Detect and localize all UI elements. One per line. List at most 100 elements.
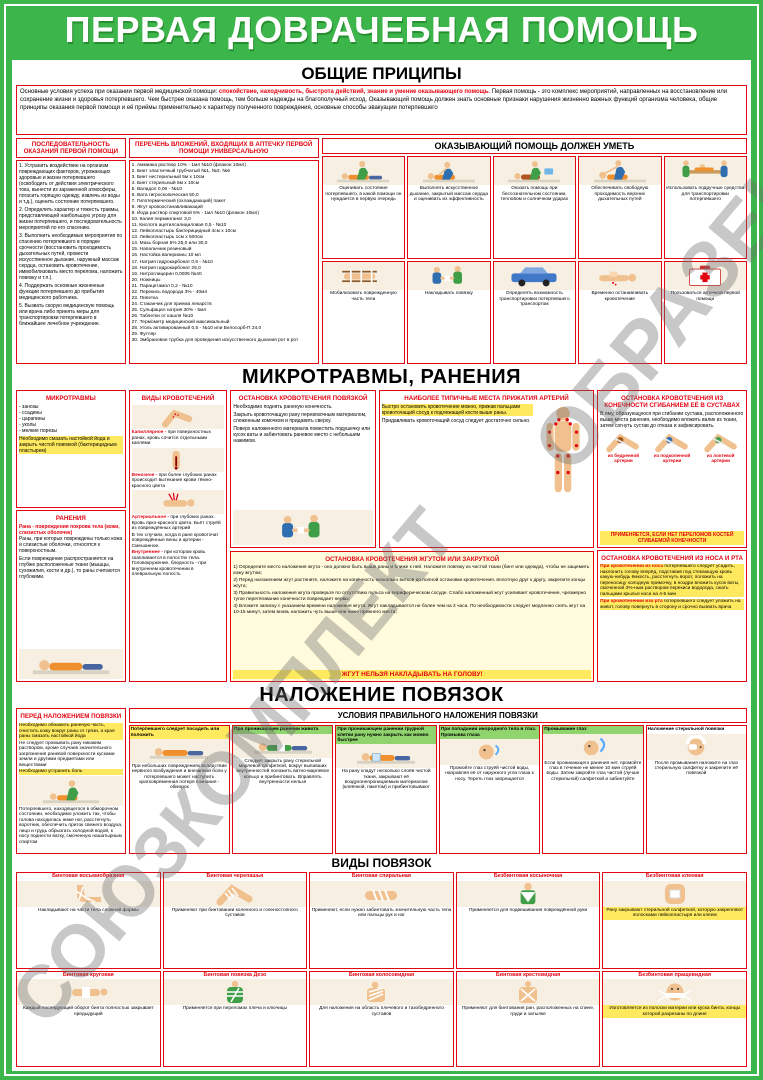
bleeding-box: ВИДЫ КРОВОТЕЧЕНИЙ Капиллярное - при пове… [128, 390, 228, 682]
nose-lead: При кровотечении из носа [600, 564, 664, 570]
bandage-type-cell: Бинтовая круговая Каждый последующий обо… [16, 970, 161, 1067]
bandage-type-name: Безбинтовая пращевидная [638, 971, 711, 978]
illustration-splint-icon [342, 269, 378, 284]
bandage-type-text: Применяется при переломах плеча и ключиц… [182, 1006, 287, 1012]
bandage-type-cell: Безбинтовая клеевая Рану закрывают стери… [602, 872, 747, 969]
bleeding-internal-text: при котором кровь скапливается в полостя… [131, 550, 207, 578]
illustration-bent-elbow-icon [703, 433, 737, 453]
skill-cell: Накладывать повязку [407, 261, 491, 364]
intro-lead: Основные условия успеха при оказании пер… [20, 89, 219, 95]
skill-cell: Пользоваться аптечкой первой помощи [663, 261, 747, 364]
bleeding-internal-name: Внутреннее - [131, 550, 163, 556]
kit-item: 9. Йода раствор спиртовой 5% - 1мл №10 (… [131, 211, 259, 217]
skill-cell: Обеспечивать свободную проходимость верх… [578, 156, 662, 260]
bandage-type-text: Для наложения на область плечевого и таз… [319, 1006, 444, 1017]
wounds-title: РАНЕНИЯ [55, 515, 86, 522]
before-bandaging-title: ПЕРЕД НАЛОЖЕНИЕМ ПОВЯЗКИ [20, 713, 122, 720]
flexion-note: ПРИМЕНЯЕТСЯ, ЕСЛИ НЕТ ПЕРЕЛОМОВ КОСТЕЙ С… [600, 531, 744, 545]
condition-figure [543, 733, 643, 760]
nose-text: потерпевшего следует усадить, наклонить … [600, 564, 740, 597]
artery-points-p2: Придавливать кровоточащий сосуд следует … [381, 418, 531, 425]
microtrauma-list: - занозы- ссадины- царапины- уколы- мелк… [19, 404, 123, 434]
bandage-types-grid: Бинтовая восьмиобразная Накладывают на ч… [16, 872, 747, 1067]
microtrauma-item: - мелкие порезы [19, 428, 58, 435]
bandage-type-cell: Бинтовая крестовидная Применяют для бинт… [455, 970, 601, 1067]
bleeding-title: ВИДЫ КРОВОТЕЧЕНИЙ [141, 395, 215, 402]
skill-figure [664, 262, 746, 291]
condition-lead: При проникающем ранении грудной клетки р… [336, 726, 436, 745]
illustration-transport-car-icon [511, 267, 557, 287]
flexion-caption: из подколенной артерии [653, 453, 691, 464]
sequence-list: 1. Устранить воздействие на организм пов… [16, 160, 126, 364]
bandaging-columns: ПЕРЕД НАЛОЖЕНИЕМ ПОВЯЗКИ Необходимо обна… [16, 708, 747, 854]
skills-title: ОКАЗЫВАЮЩИЙ ПОМОЩЬ ДОЛЖЕН УМЕТЬ [321, 138, 747, 155]
illustration-chest-wound-icon [357, 753, 416, 765]
bandage-type-name: Бинтовая крестовидная [495, 971, 561, 978]
bleeding-fig-arterial [131, 490, 225, 515]
illustration-spiral-limb-icon [365, 889, 398, 902]
kit-title: ПЕРЕЧЕНЬ ВЛОЖЕНИЙ, ВХОДЯЩИХ В АПТЕЧКУ ПЕ… [128, 138, 319, 159]
wounds-middle-column: ОСТАНОВКА КРОВОТЕЧЕНИЯ ПОВЯЗКОЙ Необходи… [230, 390, 595, 682]
skill-figure [493, 262, 576, 291]
flexion-title: ОСТАНОВКА КРОВОТЕЧЕНИЯ ИЗ КОНЕЧНОСТИ СГИ… [604, 395, 740, 410]
tourniquet-step: 3) Правильность наложения жгута проверьт… [233, 591, 587, 602]
bandage-type-figure [603, 979, 746, 1006]
illustration-apply-bandage-icon [432, 266, 462, 284]
condition-lead: При попадании инородного тела в глаз. Пр… [439, 726, 540, 739]
illustration-stop-bleeding-icon [598, 271, 636, 286]
kit-item: 3. Бинт нестерильный 5м х 10см [131, 175, 205, 181]
bandage-type-figure [17, 880, 160, 907]
bleeding-mixed: В тех случаях, когда в ране кровоточат п… [131, 532, 219, 549]
conditions-title: УСЛОВИЯ ПРАВИЛЬНОГО НАЛОЖЕНИЯ ПОВЯЗКИ [128, 708, 747, 724]
condition-text: После промывания наложите на глаз стерил… [654, 760, 738, 777]
condition-lead: При проникающем ранении живота [233, 726, 333, 734]
illustration-capillary-knee-icon [161, 409, 193, 428]
illustration-artery-points-body-icon [546, 406, 580, 493]
illustration-stretcher-icon [682, 160, 728, 178]
bandage-type-name: Бинтовая восьмиобразная [52, 873, 125, 879]
skill-figure [322, 262, 405, 291]
skill-figure [579, 157, 661, 186]
microtrauma-title: МИКРОТРАВМЫ [45, 395, 96, 402]
kit-item: 11. Кислота ацетилсалициловая 0,5 - №10 [131, 223, 227, 229]
skill-caption: Оценивать состояние потерпевшего, в како… [325, 186, 402, 203]
bleeding-fig-capillary [131, 405, 225, 430]
skills-grid: Оценивать состояние потерпевшего, в како… [321, 156, 747, 364]
intro-rest: Первая помощь - это комплекс мероприятий… [20, 89, 728, 111]
illustration-spica-shoulder-icon [367, 982, 386, 1003]
illustration-adhesive-patch-icon [664, 883, 685, 904]
bandage-type-name: Бинтовая повязка Дезо [203, 971, 267, 978]
bandage-type-text: Применяют для бинтования ран, расположен… [461, 1006, 595, 1017]
before-item-1: Необходимо обнажить раненую часть, очист… [19, 723, 123, 740]
skills-column: ОКАЗЫВАЮЩИЙ ПОМОЩЬ ДОЛЖЕН УМЕТЬ Оцениват… [321, 138, 747, 364]
bandage-type-figure [456, 880, 600, 907]
kit-item: 8. Жгут кровоостанавливающий [131, 205, 203, 211]
before-bandaging-figure [19, 775, 123, 806]
microtrauma-note: Необходимо смазать настойкой йода и закр… [19, 436, 123, 455]
kit-item: 16. Настойка валерианы 10 мл [131, 253, 201, 259]
wounds-middle-top: ОСТАНОВКА КРОВОТЕЧЕНИЯ ПОВЯЗКОЙ Необходи… [230, 390, 595, 548]
skill-cell: Определять возможность транспортировки п… [492, 261, 577, 364]
wounds-right-column: ОСТАНОВКА КРОВОТЕЧЕНИЯ ИЗ КОНЕЧНОСТИ СГИ… [597, 390, 747, 682]
kit-item: 23. Пипетка [131, 295, 158, 301]
bleeding-fig-venous [131, 447, 225, 472]
intro-box: Основные условия успеха при оказании пер… [16, 85, 747, 135]
kit-item: 18. Натрия гидрокарбонат 25,0 [131, 265, 201, 271]
wound-p1: Раны, при которых повреждены только кожа… [19, 536, 123, 555]
skill-cell: Временно останавливать кровотечение [578, 261, 662, 364]
kit-item: 15. Напальчник резиновый [131, 247, 192, 253]
kit-item: 26. Таблетки от кашля №10 [131, 313, 194, 319]
skill-figure [408, 157, 490, 186]
wound-p2: Если повреждение распространяется на глу… [19, 556, 120, 581]
kit-item: 14. Мазь борная 5% 25,0 или 30,0 [131, 241, 208, 247]
bleeding-type-text: при глубоких ранах. Кровь ярко-красного … [131, 515, 221, 532]
tourniquet-steps: 1) Определите место наложения жгута - он… [233, 565, 591, 670]
nose-mouth-title: ОСТАНОВКА КРОВОТЕЧЕНИЯ ИЗ НОСА И РТА [601, 555, 743, 562]
illustration-lying-person-icon [32, 660, 109, 675]
flexion-fig-knee: из подколенной артерии [649, 431, 696, 463]
skill-caption: Временно останавливать кровотечение [591, 291, 649, 302]
kit-item: 6. Вата гигроскопическая 50,0 [131, 193, 199, 199]
section-wounds-header: МИКРОТРАВМЫ, РАНЕНИЯ [242, 366, 521, 388]
bandage-types-header: ВИДЫ ПОВЯЗОК [331, 856, 432, 870]
